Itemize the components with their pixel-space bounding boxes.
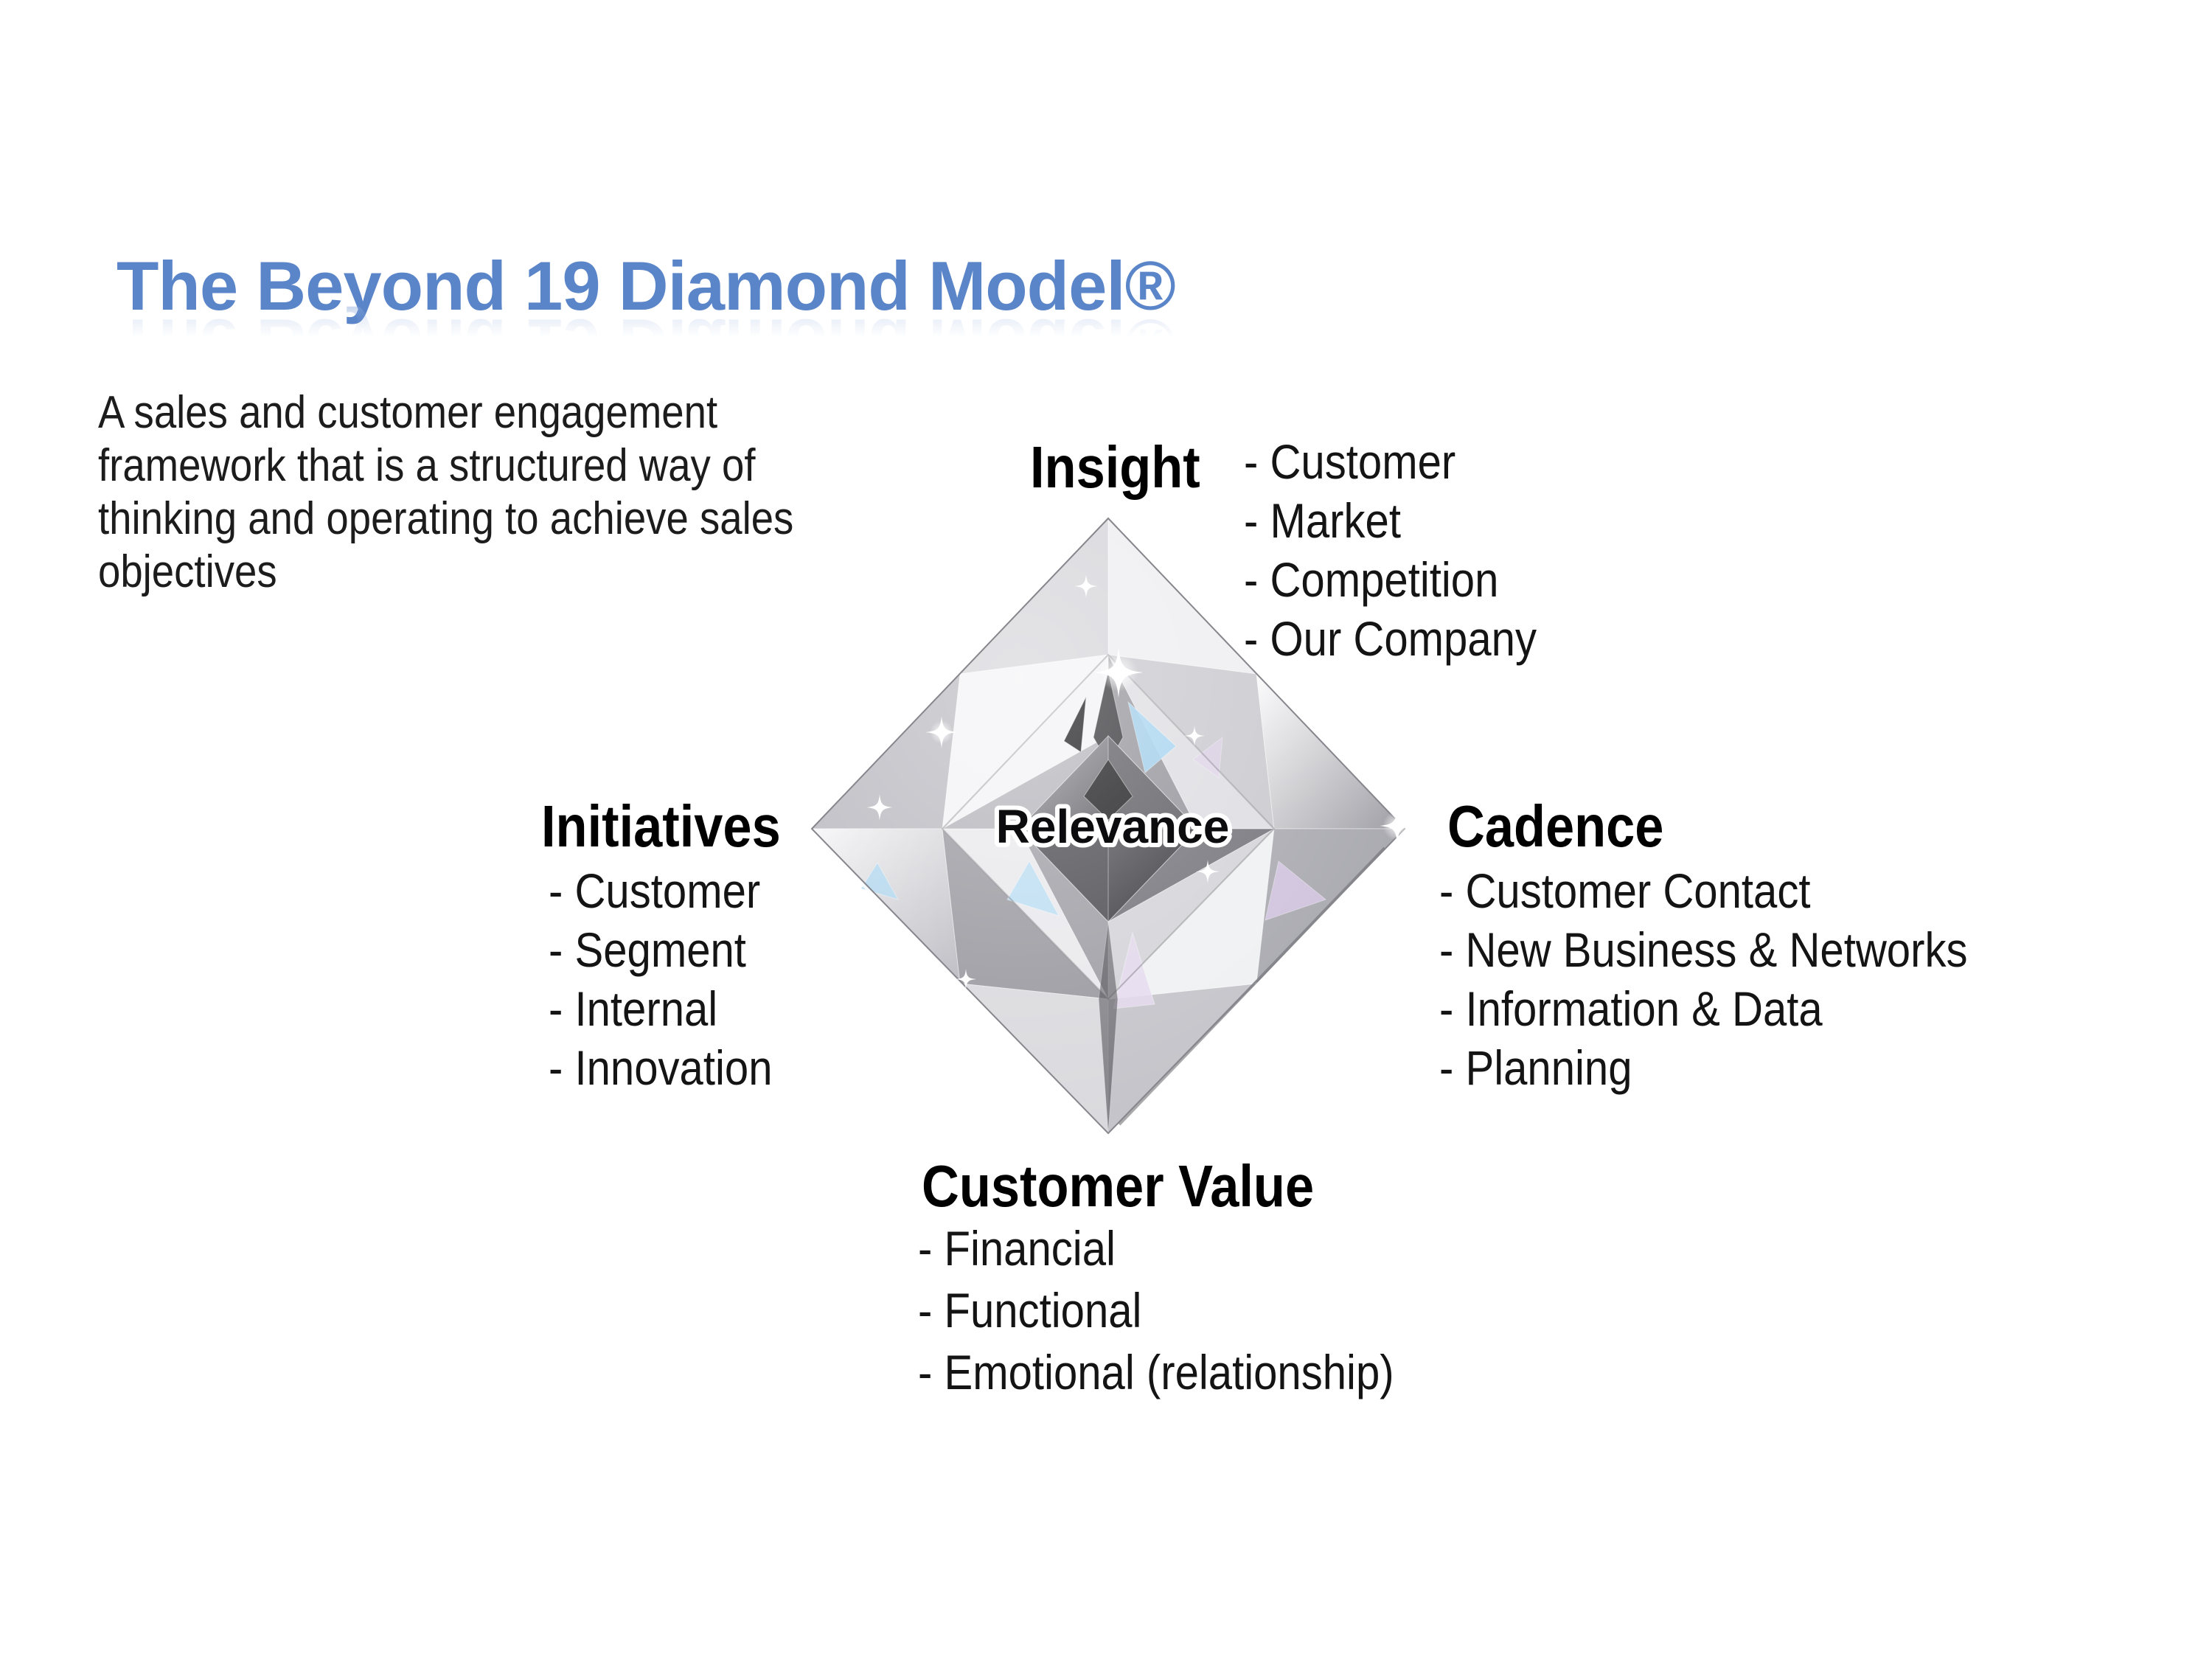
diamond-graphic: Relevance — [810, 517, 1407, 1135]
list-item: - Information & Data — [1439, 981, 1823, 1036]
list-item: - Internal — [549, 981, 718, 1036]
list-item: - Segment — [549, 922, 746, 977]
quadrant-list-customer-value: - Financial - Functional - Emotional (re… — [918, 1217, 1394, 1403]
intro-line: thinking and operating to achieve sales — [98, 493, 794, 544]
list-item: - Planning — [1439, 1040, 1632, 1095]
quadrant-title-initiatives: Initiatives — [541, 793, 781, 859]
list-item: - Functional — [918, 1283, 1142, 1338]
list-item: - Customer — [1244, 434, 1456, 489]
list-item: - Customer Contact — [1439, 863, 1811, 918]
intro-line: A sales and customer engagement — [98, 387, 718, 438]
intro-line: objectives — [98, 546, 277, 597]
list-item: - Innovation — [549, 1040, 773, 1095]
quadrant-title-customer-value: Customer Value — [922, 1153, 1315, 1219]
page-title: The Beyond 19 Diamond Model® — [116, 247, 1176, 324]
diamond-center-label: Relevance — [996, 800, 1230, 853]
quadrant-title-cadence: Cadence — [1447, 793, 1664, 859]
diamond-sparkles — [866, 574, 1407, 990]
list-item: - Market — [1244, 493, 1401, 548]
list-item: - Competition — [1244, 552, 1499, 607]
quadrant-list-insight: - Customer - Market - Competition - Our … — [1244, 432, 1537, 668]
page-title-reflection: The Beyond 19 Diamond Model® — [116, 305, 1175, 383]
list-item: - New Business & Networks — [1439, 922, 1968, 977]
quadrant-title-insight: Insight — [1030, 434, 1200, 500]
intro-paragraph: A sales and customer engagement framewor… — [98, 386, 793, 599]
list-item: - Customer — [549, 863, 761, 918]
quadrant-list-cadence: - Customer Contact - New Business & Netw… — [1439, 861, 1968, 1097]
list-item: - Emotional (relationship) — [918, 1345, 1394, 1399]
quadrant-list-initiatives: - Customer - Segment - Internal - Innova… — [549, 861, 773, 1097]
list-item: - Financial — [918, 1221, 1116, 1276]
list-item: - Our Company — [1244, 611, 1537, 666]
page-title-block: The Beyond 19 Diamond Model® The Beyond … — [116, 247, 1176, 383]
intro-line: framework that is a structured way of — [98, 440, 756, 491]
